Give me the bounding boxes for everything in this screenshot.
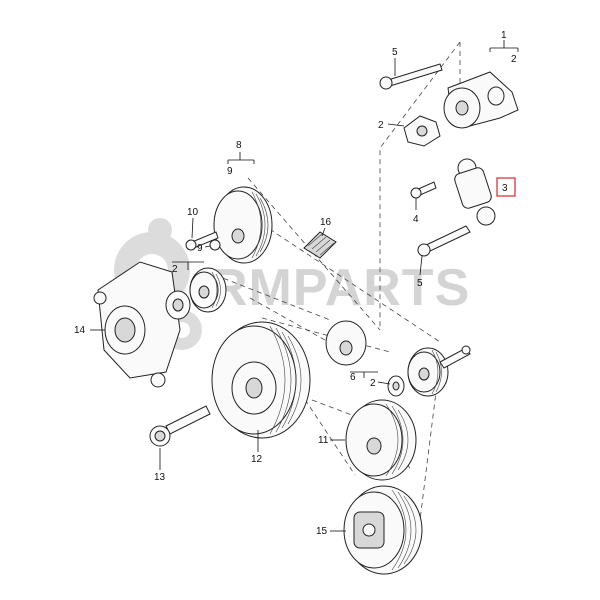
compressor-pulley: [343, 485, 423, 575]
callout-16: 16: [320, 217, 332, 228]
idler-pulley-left: [189, 267, 227, 313]
callout-5-bottom: 5: [417, 278, 423, 289]
callout-8: 8: [236, 140, 242, 151]
tensioner-damper: [454, 158, 496, 226]
flange-washer-lower: [387, 375, 405, 397]
crankshaft-bolt: [149, 405, 211, 447]
water-pump-pulley: [345, 399, 417, 481]
callout-1: 1: [501, 30, 507, 41]
callout-13: 13: [154, 472, 166, 483]
small-bolt: [410, 181, 437, 199]
callout-2-flange: 2: [378, 120, 384, 131]
flange-washer-left: [165, 290, 191, 320]
callout-2-lower: 2: [370, 378, 376, 389]
idler-pulley-center: [325, 320, 367, 366]
crankshaft-pulley: [211, 321, 311, 439]
callout-2-left: 2: [172, 264, 178, 275]
callout-6: 6: [350, 372, 356, 383]
tensioner-pulley: [407, 345, 471, 397]
callout-2-top: 2: [511, 54, 517, 65]
callout-5-top: 5: [392, 47, 398, 58]
long-bolt-top: [379, 63, 443, 90]
pulley-bolt: [185, 231, 219, 251]
callout-9-small: 9: [197, 243, 203, 254]
drive-belt-section: [303, 231, 337, 259]
tensioner-bracket: [443, 71, 519, 129]
callout-10: 10: [187, 207, 199, 218]
alternator: [93, 261, 181, 388]
callout-labels: 1 2 5 2 3 4 5 6 2 8 9 10 9 2 16 14 13 12…: [74, 30, 517, 537]
long-bolt-lower: [417, 225, 471, 257]
callout-3: 3: [502, 183, 508, 194]
watermark-text: RMPARTS: [210, 259, 470, 317]
callout-9-top: 9: [227, 166, 233, 177]
upper-pulley: [213, 186, 273, 264]
callout-4: 4: [413, 214, 419, 225]
callout-14: 14: [74, 325, 86, 336]
flange-washer-top: [403, 115, 441, 147]
callout-12: 12: [251, 454, 263, 465]
callout-15: 15: [316, 526, 328, 537]
callout-11: 11: [318, 435, 329, 446]
small-washer: [209, 239, 221, 251]
part-3-highlight-box: [496, 177, 516, 197]
leader-lines: [90, 40, 519, 532]
